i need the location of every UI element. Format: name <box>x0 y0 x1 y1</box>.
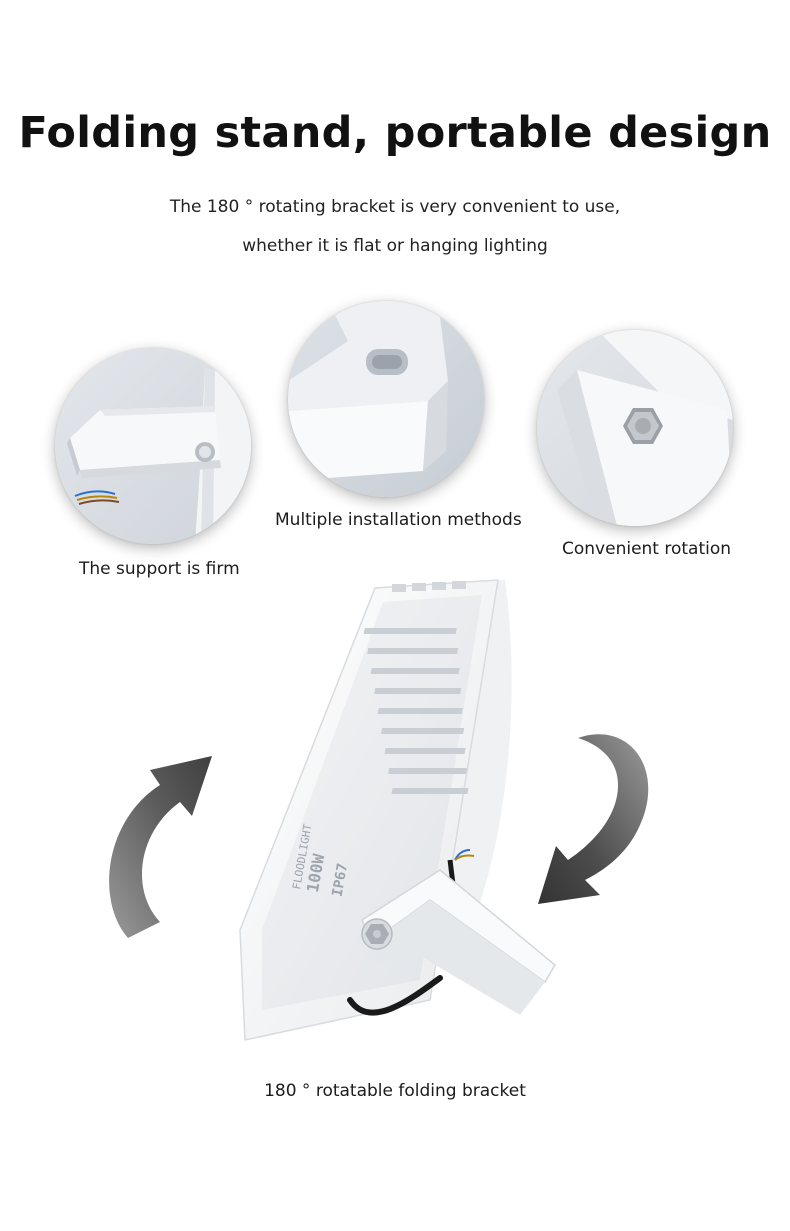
floodlight-scene: FLOODLIGHT 100W IP67 <box>0 570 790 1064</box>
intro-line-2: whether it is flat or hanging lighting <box>242 236 548 256</box>
rotate-arrow-left-icon <box>109 756 212 938</box>
intro-line-1: The 180 ° rotating bracket is very conve… <box>169 197 621 217</box>
caption-installation-methods: Multiple installation methods <box>275 510 522 530</box>
rotate-arrow-right-icon <box>538 734 649 904</box>
caption-convenient-rotation: Convenient rotation <box>562 539 732 559</box>
bracket-closeup-image <box>55 348 251 544</box>
hex-bolt-image <box>537 330 733 526</box>
slotted-bracket-image <box>288 301 484 497</box>
caption-folding-bracket: 180 ° rotatable folding bracket <box>264 1081 526 1101</box>
panel-text-rating: IP67 <box>330 862 352 898</box>
page-title: Folding stand, portable design <box>18 108 772 158</box>
caption-support-firm: The support is firm <box>79 559 240 579</box>
